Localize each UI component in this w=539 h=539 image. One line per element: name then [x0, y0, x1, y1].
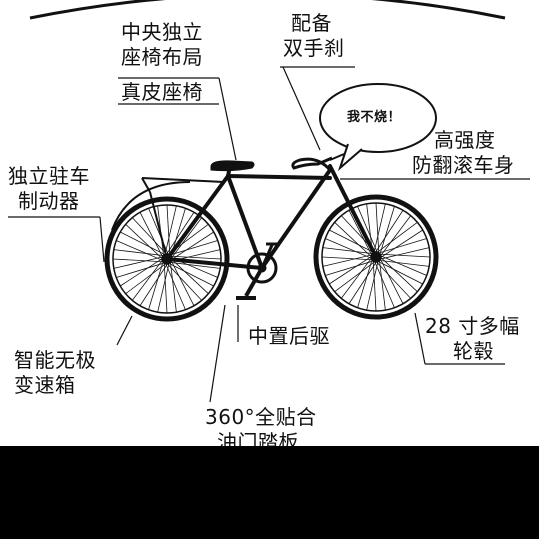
front-wheel-spoke — [373, 258, 412, 299]
bottom-black-band — [0, 446, 539, 539]
rear-wheel-spoke — [131, 217, 170, 258]
top-arc — [29, 0, 506, 20]
label-rollover-body: 高强度 防翻滚车身 — [412, 128, 515, 178]
front-wheel-spoke — [322, 253, 376, 267]
front-wheel-spoke — [372, 203, 386, 257]
front-wheel-spoke — [373, 221, 418, 256]
label-parking-brake-line2: 制动器 — [18, 189, 80, 213]
rear-wheel-spoke — [113, 255, 167, 269]
label-dual-brake-line2: 双手刹 — [283, 36, 345, 60]
speech-bubble-text: 我不烧！ — [347, 110, 402, 125]
label-center-seat-line1: 中央独立 — [121, 20, 203, 44]
front-wheel-spoke — [325, 259, 378, 276]
front-wheel — [313, 194, 439, 320]
front-wheel-spoke — [340, 254, 375, 299]
rear-wheel-spoke — [125, 260, 170, 295]
rear-wheel-spoke — [139, 212, 165, 261]
label-rollover-body-line1: 高强度 — [434, 128, 496, 152]
handlebar — [291, 156, 333, 172]
front-wheel-spoke — [334, 258, 379, 293]
front-wheel-spoke — [377, 254, 418, 293]
rear-wheel-spoke — [169, 257, 195, 306]
label-parking-brake-line1: 独立驻车 — [8, 164, 90, 188]
rear-wheel-spoke — [168, 217, 203, 262]
front-wheel-spoke — [374, 238, 427, 255]
rear-wheel-spoke — [131, 256, 166, 301]
callout-lines — [8, 66, 530, 403]
label-dual-brake-line1: 配备 — [291, 11, 332, 35]
front-wheel-spoke — [378, 255, 404, 304]
front-wheel-spoke — [378, 256, 386, 311]
front-wheel-spoke — [325, 238, 376, 261]
front-wheel-spoke — [377, 215, 412, 260]
rear-wheel-spoke — [116, 261, 169, 278]
label-center-seat-line2: 座椅布局 — [121, 45, 203, 69]
label-hub-line1: 28 寸多幅 — [425, 314, 520, 338]
rear-wheel-spoke — [112, 258, 168, 263]
saddle — [210, 160, 255, 172]
rear-wheel-spoke — [163, 205, 177, 259]
rear-wheel — [104, 196, 230, 322]
label-hub-line2: 轮毂 — [453, 339, 494, 363]
front-wheel-spoke — [348, 210, 374, 259]
rear-wheel-spoke — [157, 259, 171, 313]
front-wheel-spoke — [366, 257, 380, 311]
rear-wheel-spoke — [164, 260, 203, 301]
speech-bubble — [319, 83, 437, 172]
rear-wheel-spoke — [168, 256, 209, 295]
label-gearbox: 智能无极 变速箱 — [14, 348, 96, 398]
label-rollover-body-line2: 防翻滚车身 — [412, 153, 515, 177]
label-center-seat: 中央独立 座椅布局 — [121, 20, 203, 70]
rear-wheel-spoke — [168, 231, 214, 262]
bicycle-frame — [165, 164, 378, 270]
rear-wheel-spoke — [165, 240, 218, 257]
label-leather-seat: 真皮座椅 — [121, 80, 203, 104]
label-gearbox-line2: 变速箱 — [14, 373, 76, 397]
label-rear-drive: 中置后驱 — [248, 324, 330, 348]
front-wheel-spoke — [373, 210, 404, 256]
rear-wheel-spoke — [125, 223, 166, 262]
label-gearbox-line1: 智能无极 — [14, 348, 96, 372]
label-dual-brake: 配备 双手刹 — [283, 11, 345, 61]
rear-wheel-spoke — [139, 260, 170, 306]
rear-wheel-spoke — [164, 212, 195, 258]
front-wheel-spoke — [376, 247, 430, 261]
rear-wheel-spoke — [169, 258, 177, 313]
crank-set — [236, 242, 280, 300]
front-wheel-spoke — [377, 229, 423, 260]
front-wheel-spoke — [321, 256, 377, 261]
rear-wheel-spoke — [116, 240, 167, 263]
front-wheel-spoke — [334, 221, 375, 260]
rear-rack — [111, 177, 225, 260]
front-wheel-spoke — [348, 258, 379, 304]
label-hub: 28 寸多幅 轮毂 — [425, 314, 520, 364]
label-parking-brake: 独立驻车 制动器 — [8, 164, 90, 214]
label-pedal-line1: 360°全贴合 — [205, 405, 317, 429]
